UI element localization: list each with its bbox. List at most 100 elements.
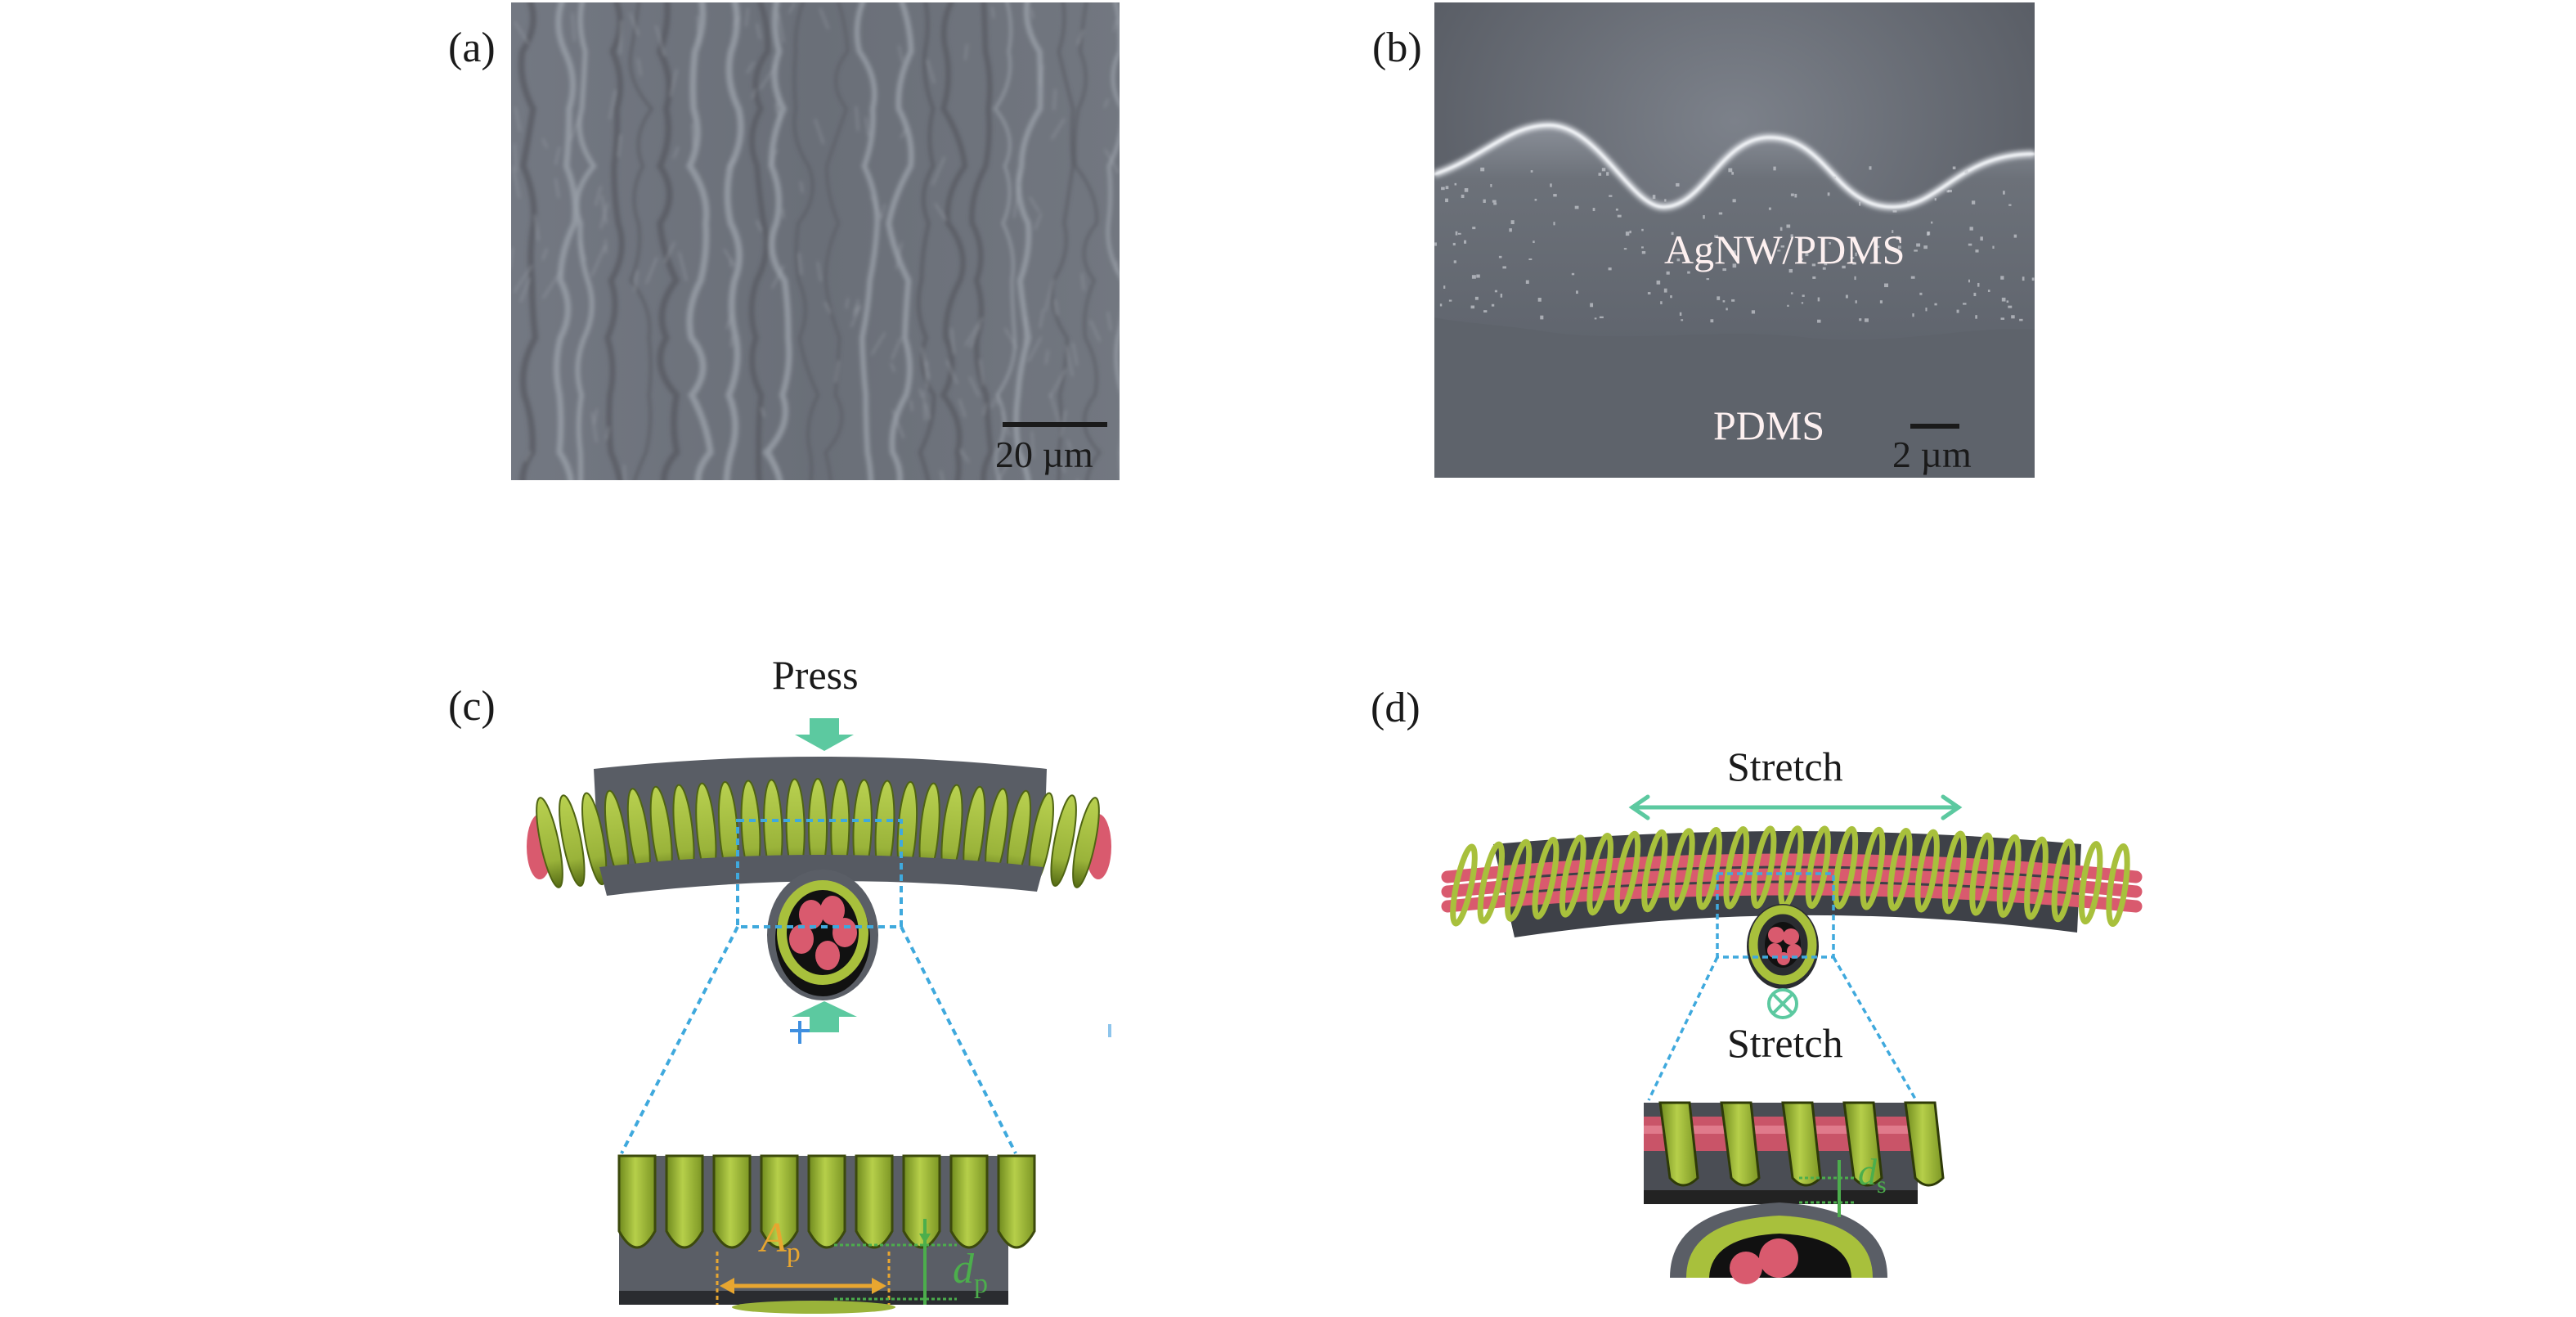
sem-speck — [1914, 249, 1918, 252]
coil-turn — [985, 788, 1009, 883]
inset-coil-turn — [902, 1154, 941, 1249]
sem-nanowire — [891, 337, 902, 360]
sem-speck — [1817, 297, 1820, 302]
sem-speck — [1641, 228, 1644, 231]
sem-nanowire — [534, 214, 540, 241]
sem-nanowire — [865, 117, 869, 137]
scale-bar-b-label: 2 µm — [1892, 434, 1972, 475]
sem-speck — [2001, 297, 2006, 302]
sem-speck — [1794, 193, 1797, 198]
sem-ridge — [685, 2, 714, 480]
sem-speck — [1494, 290, 1497, 293]
sem-nanowire — [725, 314, 732, 330]
sem-speck — [1892, 210, 1897, 213]
sem-speck — [1471, 275, 1476, 279]
sem-nanowire — [969, 324, 981, 348]
sem-nanowire — [601, 195, 608, 224]
sem-speck — [1987, 290, 1990, 293]
sem-nanowire — [778, 12, 785, 43]
sem-nanowire — [623, 465, 626, 480]
sem-speck — [1647, 292, 1651, 294]
coil-turn — [1505, 838, 1533, 922]
sem-speck — [1434, 242, 1437, 246]
coil-turn — [695, 782, 717, 879]
coil-turn — [896, 780, 918, 879]
sem-speck — [1812, 276, 1816, 279]
sem-nanowire — [771, 265, 784, 289]
sem-speck — [1553, 194, 1557, 197]
core-wire — [1441, 853, 2143, 883]
sem-ridge — [1106, 2, 1120, 462]
stretch-double-arrow-icon — [1628, 794, 1963, 820]
coil-turn — [649, 785, 673, 882]
sem-nanowire — [819, 7, 829, 29]
sem-speck — [1525, 280, 1529, 284]
substrate-band-d — [1493, 831, 2081, 937]
sem-speck — [1799, 258, 1803, 261]
sem-nanowire — [854, 299, 859, 313]
sem-speck — [1946, 190, 1950, 193]
coil-turn — [1641, 829, 1668, 913]
sem-nanowire — [817, 261, 822, 281]
coil-turn — [717, 780, 739, 879]
sem-speck — [1947, 189, 1952, 193]
sem-nanowire — [1054, 299, 1058, 316]
sem-speck — [1601, 168, 1606, 172]
sem-nanowire — [664, 241, 675, 263]
sem-speck — [1722, 300, 1726, 303]
sem-speck — [1980, 236, 1983, 241]
coil-turn — [1696, 826, 1722, 910]
sem-nanowire — [922, 390, 927, 421]
sem-speck — [1829, 242, 1831, 245]
sem-speck — [1956, 309, 1959, 313]
coil-turn — [1559, 834, 1586, 918]
sem-nanowire — [1104, 98, 1109, 108]
sem-speck — [1975, 315, 1977, 319]
coil-turn — [963, 785, 986, 882]
sem-speck — [1492, 200, 1497, 203]
sem-nanowire — [824, 302, 832, 314]
sem-speck — [1540, 315, 1544, 320]
symbol-dp: dp — [953, 1248, 988, 1298]
sem-speck — [1805, 253, 1809, 257]
sem-ridge — [792, 2, 820, 480]
coil-turn — [1532, 837, 1560, 920]
sem-speck — [1652, 195, 1656, 200]
sem-speck — [2008, 305, 2013, 308]
sem-speck — [1934, 303, 1937, 306]
sem-nanowire — [594, 408, 598, 424]
coil-turn — [2078, 841, 2103, 925]
sem-speck — [1722, 268, 1727, 272]
sem-speck — [1472, 227, 1476, 230]
coil-turn — [581, 792, 608, 886]
sem-nanowire — [572, 12, 576, 42]
symbol-ap-sub: p — [786, 1238, 801, 1268]
sem-speck — [1530, 170, 1533, 173]
sem-speck — [1576, 290, 1578, 294]
panel-label-d: (d) — [1371, 685, 1420, 731]
coil-turn — [918, 782, 940, 879]
sem-texture-a — [511, 2, 1120, 480]
inset-coil-turn — [855, 1154, 894, 1249]
sem-nanowire — [645, 257, 657, 284]
sem-speck — [1574, 205, 1579, 209]
sem-nanowire — [600, 203, 608, 229]
sem-nanowire — [890, 362, 895, 372]
sem-nanowire — [1066, 345, 1074, 377]
inset-coil-turn — [1781, 1101, 1822, 1187]
sem-nanowire — [637, 58, 642, 76]
sem-nanowire — [770, 449, 780, 474]
sem-speck — [1710, 319, 1714, 323]
sem-speck — [1663, 288, 1667, 293]
sem-speck — [1786, 224, 1791, 228]
sem-speck — [2006, 300, 2009, 303]
symbol-ap: Ap — [761, 1217, 801, 1267]
sem-speck — [1455, 231, 1458, 236]
sem-speck — [1975, 249, 1979, 253]
sem-speck — [2003, 191, 2005, 195]
press-arrow-up-icon — [792, 1001, 857, 1032]
sem-ridge — [574, 2, 597, 480]
sem-speck — [1476, 274, 1480, 278]
sem-speck — [1457, 232, 1461, 235]
sem-nanowire — [1053, 88, 1057, 110]
